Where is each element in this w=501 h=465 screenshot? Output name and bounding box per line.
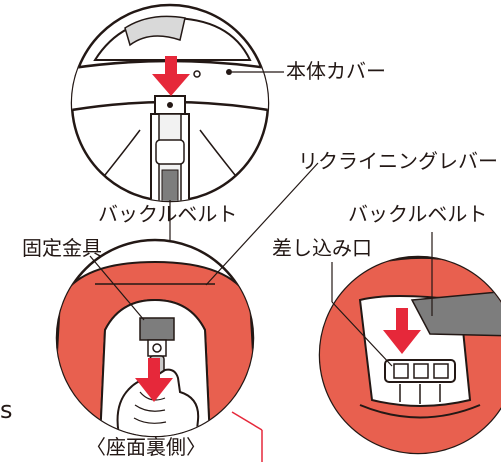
down-arrow-icon (383, 308, 421, 354)
label-insertion-slot: 差し込み口 (272, 236, 372, 260)
label-body-cover: 本体カバー (286, 59, 386, 83)
label-buckle-belt-right: バックルベルト (348, 202, 488, 226)
down-arrow-icon (152, 56, 190, 96)
bottom-right-detail-circle (318, 232, 501, 455)
down-arrow-icon (135, 358, 173, 402)
bottom-left-detail-circle (55, 162, 319, 462)
label-recline-lever: リクライニングレバー (298, 149, 498, 173)
label-seat-underside: 〈座面裏側〉 (86, 435, 206, 459)
fixing-bracket (139, 317, 175, 341)
hand-icon (116, 368, 200, 436)
label-edge-fragment: s (0, 396, 13, 424)
top-detail-circle (70, 3, 284, 203)
label-buckle-belt-left: バックルベルト (98, 202, 238, 226)
label-fixing-bracket: 固定金具 (22, 236, 102, 260)
